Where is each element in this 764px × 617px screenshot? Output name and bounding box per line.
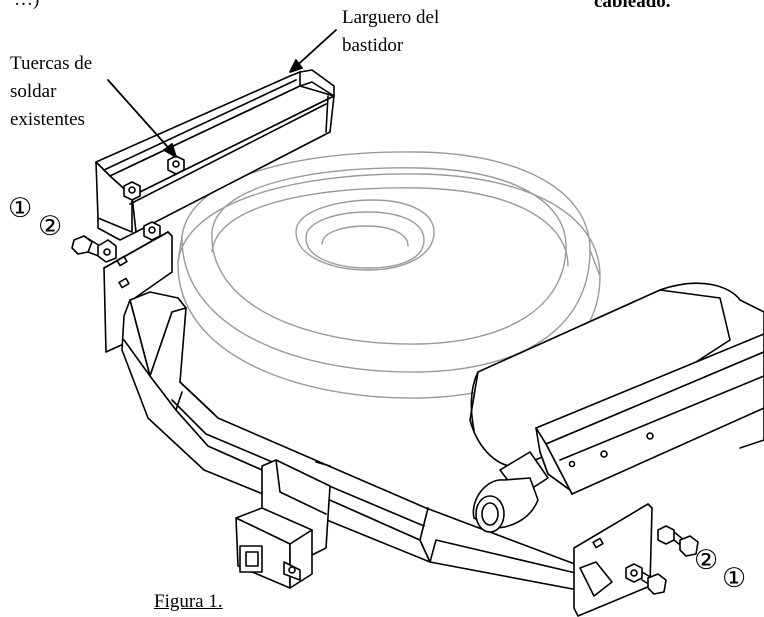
top-right-text-fragment: cableado. [594,0,671,12]
bracket-plate-right [573,503,653,617]
leader-weld-nuts [107,79,177,158]
bolt-left [71,235,117,263]
spare-tire [177,151,601,399]
callout-right-1: ① [722,563,747,594]
frame-rail-right [535,333,764,495]
bolt-right-lower [625,563,667,595]
figure-caption: Figura 1. [154,591,223,612]
bolt-right-upper [657,525,699,557]
weld-nuts-label-line1: Tuercas de [10,53,93,74]
frame-rail-label-line2: bastidor [342,35,404,56]
callout-right-2: ② [694,545,719,576]
weld-nuts-label-line2: soldar [10,81,57,102]
callout-left-2: ② [38,211,63,242]
exhaust-pipe [472,451,549,533]
leader-frame-rail [289,29,337,73]
receiver-tube [235,459,331,589]
weld-nut-lower [123,181,141,201]
frame-rail-label-line1: Larguero del [342,7,440,28]
weld-nuts-label-line3: existentes [10,109,85,130]
callout-left-1: ① [8,193,33,224]
weld-nut-upper [167,155,185,175]
weld-nut-bracket [143,221,161,241]
bracket-plate-left [103,231,173,353]
muffler [469,282,764,468]
hitch-crossbar [121,291,581,591]
top-left-text-fragment: …) [14,0,39,12]
frame-rail-left [95,69,335,241]
